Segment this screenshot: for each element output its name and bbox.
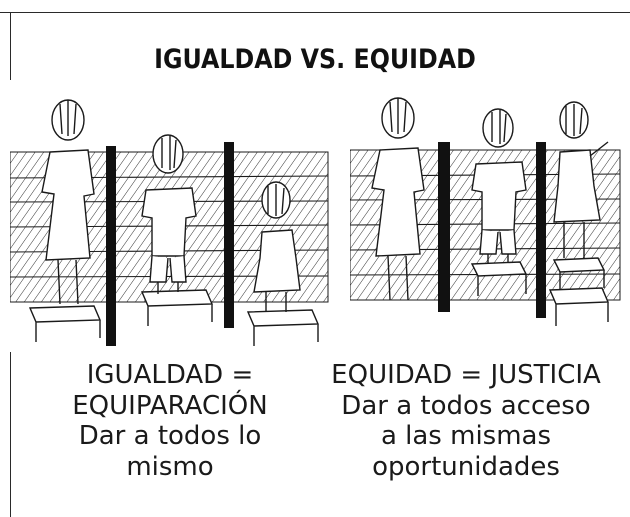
equality-caption-line: IGUALDAD = xyxy=(86,360,254,390)
equality-caption-line: Dar a todos lo xyxy=(78,421,262,452)
equity-caption-line: Dar a todos acceso xyxy=(341,390,591,421)
equity-illustration xyxy=(350,97,621,326)
equity-caption-line: oportunidades xyxy=(372,452,560,483)
tall-person xyxy=(41,99,95,305)
boxes xyxy=(470,257,610,326)
fence-posts xyxy=(438,142,546,318)
equality-caption-line: EQUIPARACIÓN xyxy=(72,390,268,421)
fence-posts xyxy=(106,142,234,346)
small-person xyxy=(253,181,301,312)
equality-caption: IGUALDAD = EQUIPARACIÓN Dar a todos lo m… xyxy=(20,360,320,483)
equity-caption: EQUIDAD = JUSTICIA Dar a todos acceso a … xyxy=(307,360,625,483)
frame-left-line xyxy=(10,12,11,80)
diagram-title: IGUALDAD VS. EQUIDAD xyxy=(154,44,476,75)
equity-caption-line: EQUIDAD = JUSTICIA xyxy=(331,360,601,390)
frame-top-line xyxy=(0,12,630,13)
boxes xyxy=(28,289,320,346)
medium-person xyxy=(141,134,197,294)
frame-left-line-lower xyxy=(10,352,11,517)
equity-caption-line: a las mismas xyxy=(380,421,552,452)
medium-person xyxy=(471,108,527,264)
tall-person xyxy=(371,97,425,301)
equality-illustration xyxy=(10,99,329,346)
equality-caption-line: mismo xyxy=(126,452,214,483)
small-person xyxy=(553,101,609,258)
